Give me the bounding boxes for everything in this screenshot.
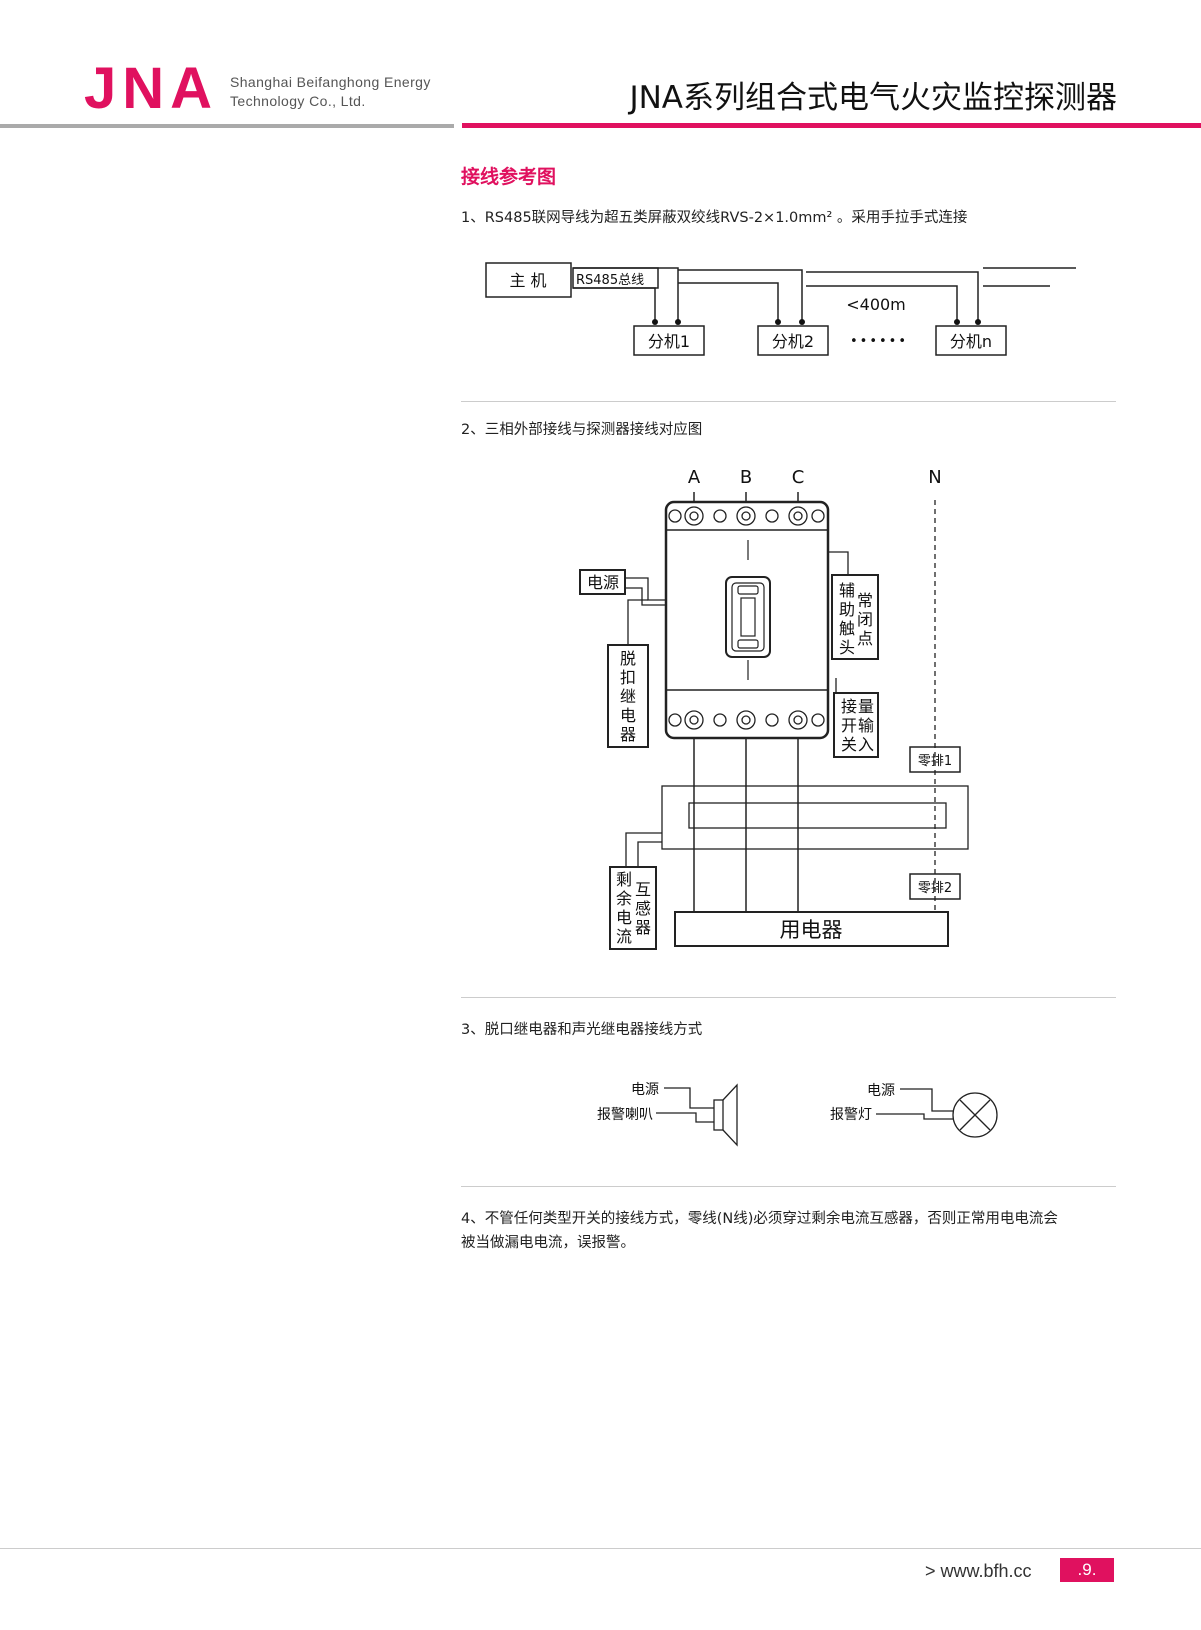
item-2-text: 2、三相外部接线与探测器接线对应图 — [461, 422, 703, 438]
phase-b-label: B — [740, 467, 752, 488]
slave-2-box — [757, 325, 829, 356]
slave-n-box — [935, 325, 1007, 356]
bus-wire-1 — [573, 267, 679, 322]
bus-terminals — [652, 319, 981, 325]
header-divider-pink — [462, 123, 1201, 128]
breaker-body — [664, 492, 830, 740]
svg-text:继: 继 — [620, 687, 636, 706]
horn-power-label: 电源 — [631, 1082, 659, 1098]
lamp-wiring — [876, 1088, 998, 1138]
svg-text:闭: 闭 — [857, 610, 873, 629]
lamp-power-label: 电源 — [867, 1083, 895, 1099]
svg-text:点: 点 — [857, 629, 873, 648]
neutral-bar-2-box — [909, 873, 961, 900]
distance-label: <400m — [846, 295, 906, 314]
item-4-line2: 被当做漏电电流，误报警。 — [461, 1235, 635, 1251]
lamp-label: 报警灯 — [830, 1107, 872, 1123]
host-label: 主 机 — [509, 271, 546, 290]
svg-text:开: 开 — [841, 716, 857, 735]
svg-text:触: 触 — [839, 619, 855, 638]
svg-text:常: 常 — [857, 591, 873, 610]
slave-1-label: 分机1 — [648, 332, 690, 351]
company-name-line1: Shanghai Beifanghong Energy — [230, 74, 431, 90]
page-number: .9. — [1060, 1558, 1114, 1582]
svg-text:量: 量 — [858, 697, 874, 716]
neutral-bar-2-label: 零排2 — [918, 881, 952, 896]
aux-contact-label: 辅 助 触 头 常 闭 点 — [839, 581, 873, 657]
svg-text:输: 输 — [858, 716, 874, 735]
svg-text:脱: 脱 — [620, 649, 636, 668]
separator-1 — [461, 401, 1116, 402]
separator-2 — [461, 997, 1116, 998]
svg-text:流: 流 — [616, 927, 632, 946]
power-trip-group — [579, 569, 666, 748]
separator-3 — [461, 1186, 1116, 1187]
svg-text:余: 余 — [616, 889, 632, 908]
power-label: 电源 — [587, 573, 619, 592]
ellipsis: •••••• — [850, 334, 908, 349]
phase-a-label: A — [688, 467, 701, 488]
svg-text:扣: 扣 — [620, 668, 636, 687]
svg-text:入: 入 — [858, 735, 874, 754]
svg-text:器: 器 — [620, 725, 636, 744]
aux-contact-group — [828, 551, 879, 758]
svg-text:头: 头 — [839, 638, 855, 657]
document-title: JNA系列组合式电气火灾监控探测器 — [629, 80, 1117, 116]
phase-wires-down — [693, 738, 799, 912]
svg-text:助: 助 — [839, 600, 855, 619]
item-1-text: 1、RS485联网导线为超五类屏蔽双绞线RVS-2×1.0mm² 。采用手拉手式… — [461, 210, 968, 226]
svg-text:互: 互 — [635, 880, 651, 899]
footer-divider — [0, 1548, 1201, 1549]
svg-text:接: 接 — [841, 697, 857, 716]
phase-c-label: C — [792, 467, 805, 488]
rs485-diagram — [485, 262, 1076, 356]
svg-text:电: 电 — [620, 706, 636, 725]
svg-text:器: 器 — [635, 918, 651, 937]
svg-text:感: 感 — [635, 899, 651, 918]
rcct-label: 剩 余 电 流 互 感 器 — [616, 870, 651, 946]
footer-url[interactable]: > www.bfh.cc — [925, 1561, 1032, 1581]
slave-2-label: 分机2 — [772, 332, 814, 351]
slave-n-label: 分机n — [950, 332, 992, 351]
horn-label: 报警喇叭 — [597, 1107, 653, 1123]
svg-text:辅: 辅 — [839, 581, 855, 600]
slave-1-box — [633, 325, 705, 356]
svg-text:剩: 剩 — [616, 870, 632, 889]
switch-input-label: 接 开 关 量 输 入 — [841, 697, 874, 754]
company-name-line2: Technology Co., Ltd. — [230, 93, 366, 109]
neutral-bar-1-box — [909, 746, 961, 773]
rcct-group — [609, 785, 969, 950]
svg-text:关: 关 — [841, 735, 857, 754]
section-title: 接线参考图 — [461, 166, 557, 188]
bus-wire-tail — [983, 267, 1076, 287]
bus-wire-2 — [678, 269, 803, 322]
bus-label: RS485总线 — [576, 273, 644, 288]
bus-wire-3 — [806, 271, 979, 322]
item-4-line1: 4、不管任何类型开关的接线方式，零线(N线)必须穿过剩余电流互感器，否则正常用电… — [461, 1211, 1058, 1227]
horn-wiring — [656, 1083, 738, 1147]
svg-text:电: 电 — [616, 908, 632, 927]
item-3-text: 3、脱口继电器和声光继电器接线方式 — [461, 1022, 703, 1038]
neutral-label: N — [928, 467, 941, 488]
host-box — [485, 262, 572, 298]
header-divider-gray — [0, 124, 454, 128]
neutral-bar-1-label: 零排1 — [918, 754, 952, 769]
trip-relay-label: 脱 扣 继 电 器 — [620, 649, 636, 744]
company-logo: JNA — [84, 56, 219, 121]
load-label: 用电器 — [780, 918, 843, 942]
